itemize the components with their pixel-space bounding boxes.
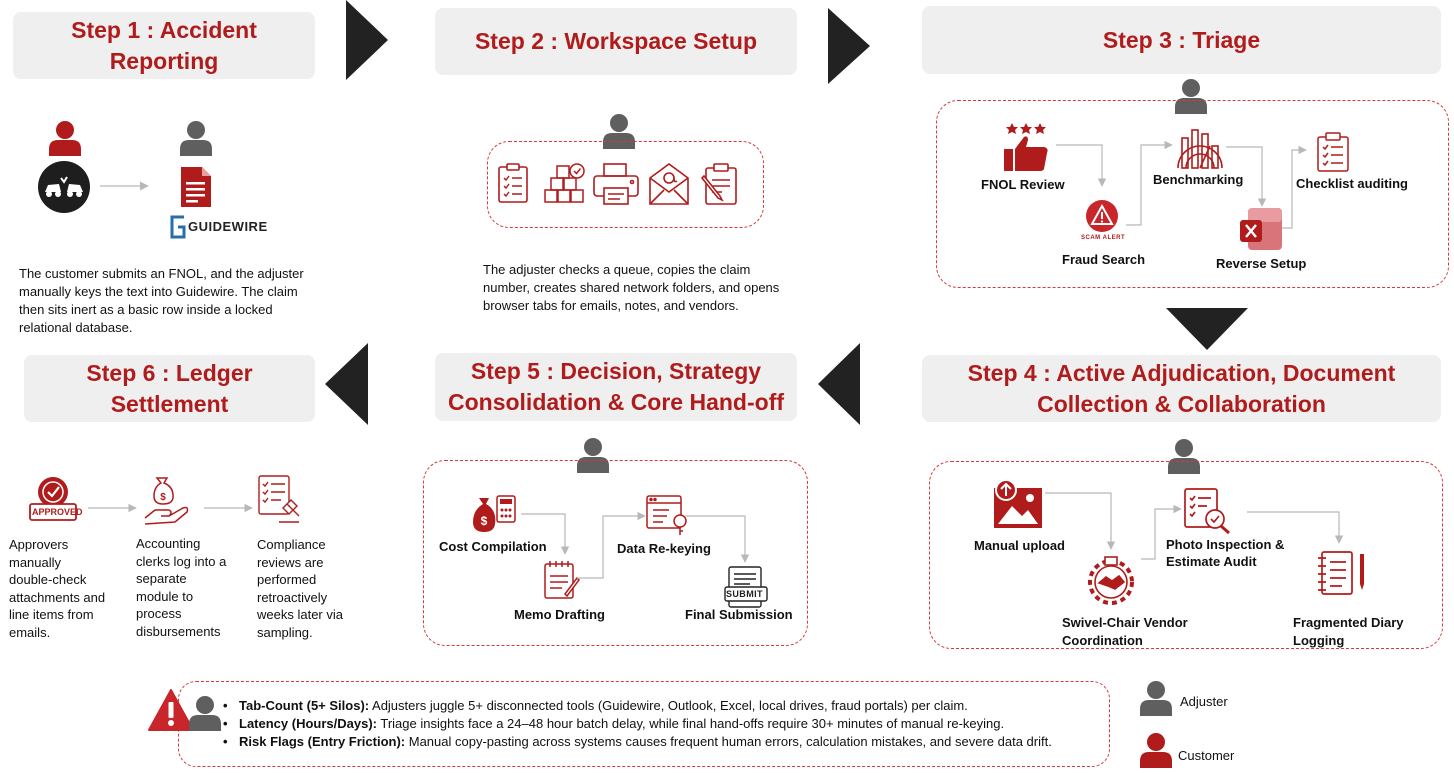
step-6-title-line2: Settlement <box>110 390 229 417</box>
photo-inspection-label-line1: Photo Inspection & <box>1166 537 1285 552</box>
arrow-step5-to-step6 <box>325 343 368 425</box>
checklist-icon <box>1317 132 1349 172</box>
final-submission-label: Final Submission <box>685 607 793 622</box>
diary-logging-label-line1: Fragmented Diary <box>1293 615 1404 630</box>
gavel-doc-icon <box>258 475 300 523</box>
pain-point-latency: Latency (Hours/Days): Triage insights fa… <box>223 715 1052 733</box>
vendor-coordination-label-line2: Coordination <box>1062 633 1143 648</box>
diary-icon <box>1318 551 1364 595</box>
step-3-connectors <box>1056 140 1307 229</box>
excel-icon <box>1240 208 1282 250</box>
customer-person-icon <box>47 120 83 156</box>
step-3-title-box: Step 3 : Triage <box>922 6 1441 74</box>
step-5-handoff-group <box>423 460 808 646</box>
step-2-tools-group <box>487 141 764 228</box>
guidewire-logo-icon <box>170 215 186 239</box>
pain-point-tab-count: Tab-Count (5+ Silos): Adjusters juggle 5… <box>223 697 1052 715</box>
document-icon <box>181 167 211 207</box>
memo-drafting-label: Memo Drafting <box>514 607 605 622</box>
step-4-title-line1: Step 4 : Active Adjudication, Document <box>967 359 1396 386</box>
step-1-title-line2: Reporting <box>109 47 219 74</box>
step-4-connectors <box>1045 492 1344 560</box>
car-crash-icon <box>38 161 90 213</box>
warning-icon <box>148 689 194 731</box>
manual-upload-label: Manual upload <box>974 538 1065 553</box>
step-2-title: Step 2 : Workspace Setup <box>474 28 758 54</box>
step-6-title-line1: Step 6 : Ledger <box>86 359 253 386</box>
guidewire-logo-text: GUIDEWIRE <box>188 219 268 234</box>
image-upload-icon <box>994 479 1042 528</box>
pain-point-risk-flags: Risk Flags (Entry Friction): Manual copy… <box>223 733 1052 751</box>
legend-customer-label: Customer <box>1178 748 1235 763</box>
connector-customer-to-adjuster <box>100 181 149 191</box>
printer-icon <box>593 163 639 205</box>
adjuster-person-icon <box>178 120 214 156</box>
submit-icon <box>724 566 768 608</box>
step-1-title-line1: Step 1 : Accident <box>71 16 257 43</box>
step-6-connectors <box>88 503 253 513</box>
approved-stamp-text: APPROVED <box>32 507 83 517</box>
contract-icon <box>700 163 737 205</box>
boxes-icon <box>544 163 585 203</box>
arrow-step3-to-step4 <box>1166 308 1248 350</box>
legend-customer-icon <box>1139 732 1173 768</box>
data-rekeying-label: Data Re-keying <box>617 541 711 556</box>
monitor-key-icon <box>646 495 687 535</box>
adjuster-person-icon <box>188 695 222 731</box>
scam-alert-text: SCAM ALERT <box>1081 235 1126 241</box>
step-5-title-line1: Step 5 : Decision, Strategy <box>470 358 762 384</box>
step-1-description: The customer submits an FNOL, and the ad… <box>19 266 304 335</box>
photo-inspection-label-line2: Estimate Audit <box>1166 554 1257 569</box>
handshake-gear-icon <box>1088 556 1134 605</box>
email-icon <box>649 163 689 205</box>
step-2-description: The adjuster checks a queue, copies the … <box>483 262 780 313</box>
cost-compilation-label: Cost Compilation <box>439 539 547 554</box>
arrow-step4-to-step5 <box>818 343 860 425</box>
step-4-title-line2: Collection & Collaboration <box>1037 390 1326 417</box>
reverse-setup-label: Reverse Setup <box>1216 256 1307 271</box>
legend-adjuster-label: Adjuster <box>1180 694 1228 709</box>
arrow-step1-to-step2 <box>346 0 388 80</box>
money-bag-icon: $ <box>473 495 516 532</box>
checklist-auditing-label: Checklist auditing <box>1296 176 1408 191</box>
vendor-coordination-label-line1: Swivel-Chair Vendor <box>1062 615 1188 630</box>
clipboard-icon <box>498 163 528 203</box>
inspection-icon <box>1184 488 1230 535</box>
step-2-title-box: Step 2 : Workspace Setup <box>435 8 797 75</box>
alert-icon <box>1086 200 1118 232</box>
approved-stamp-icon <box>29 477 77 521</box>
diary-logging-label-line2: Logging <box>1293 633 1345 648</box>
arrow-step2-to-step3 <box>828 8 870 84</box>
thumbs-up-icon <box>1004 123 1048 171</box>
step-5-connectors <box>521 511 750 579</box>
step-5-title-line2: Consolidation & Core Hand-off <box>447 389 785 415</box>
fnol-review-label: FNOL Review <box>981 177 1065 192</box>
submit-stamp-text: SUBMIT <box>726 589 763 599</box>
legend-adjuster-icon <box>1139 680 1173 716</box>
chart-icon <box>1177 129 1223 169</box>
fraud-search-label: Fraud Search <box>1062 252 1146 267</box>
step-4-collaboration-group <box>929 461 1443 649</box>
pain-points-list: Tab-Count (5+ Silos): Adjusters juggle 5… <box>223 697 1052 751</box>
step-3-triage-group <box>936 100 1449 288</box>
payment-icon: $ <box>144 477 189 525</box>
memo-icon <box>544 561 580 599</box>
svg-text:$: $ <box>160 492 166 503</box>
svg-text:$: $ <box>481 514 488 528</box>
benchmarking-label: Benchmarking <box>1153 172 1244 187</box>
step-3-title: Step 3 : Triage <box>1102 26 1261 53</box>
